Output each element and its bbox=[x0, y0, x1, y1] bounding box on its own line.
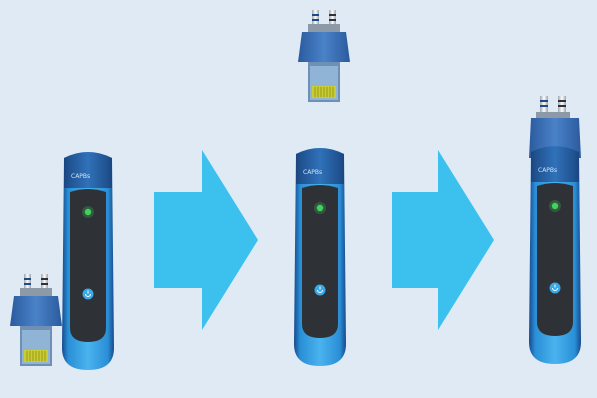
device-3-assembled: CAPBs bbox=[529, 96, 581, 364]
device-1: CAPBs bbox=[62, 152, 114, 370]
device-1-brand: CAPBs bbox=[71, 173, 90, 180]
sensor-module-1 bbox=[10, 274, 62, 366]
sensor-module-2 bbox=[298, 10, 350, 102]
device-2: CAPBs bbox=[294, 148, 346, 366]
device-2-brand: CAPBs bbox=[303, 169, 322, 176]
device-3-brand: CAPBs bbox=[538, 167, 557, 174]
arrow-1 bbox=[154, 150, 258, 330]
arrow-2 bbox=[392, 150, 494, 330]
